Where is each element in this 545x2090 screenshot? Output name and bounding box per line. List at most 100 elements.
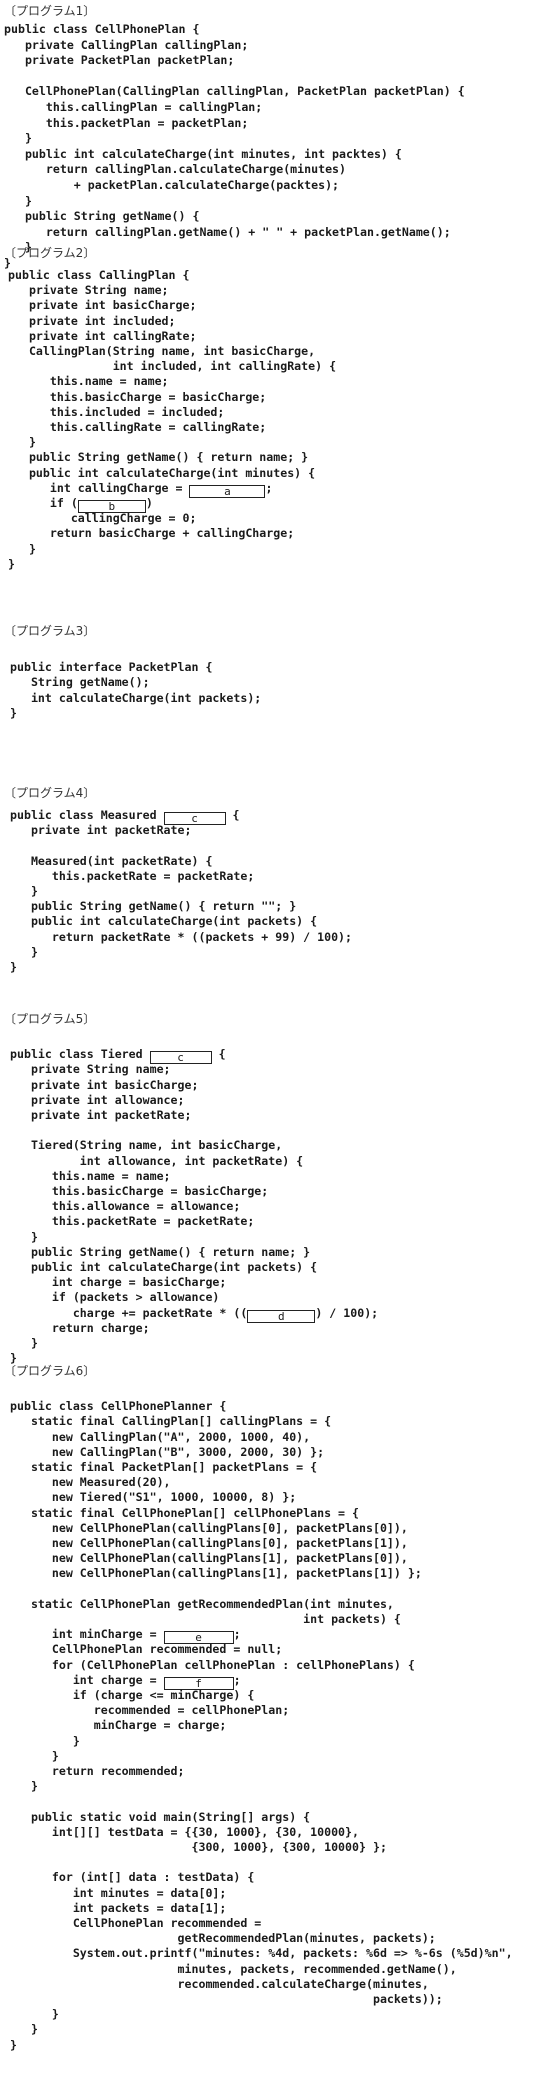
code-text: } [4,131,32,146]
code-line: {300, 1000}, {300, 10000} }; [10,1840,386,1855]
code-text: return callingPlan.calculateCharge(minut… [4,162,347,177]
code-text: callingCharge = 0; [8,511,197,526]
code-line: } [10,706,17,721]
code-line: new Tiered("S1", 1000, 10000, 8) }; [10,1490,296,1505]
program-heading: 〔プログラム3〕 [4,624,96,638]
code-line: public String getName() { [4,209,200,224]
code-line: } [4,256,11,271]
code-text: this.allowance = allowance; [10,1199,241,1214]
program-heading: 〔プログラム6〕 [4,1364,96,1378]
code-text: private String name; [10,1062,171,1077]
code-text: for (CellPhonePlan cellPhonePlan : cellP… [10,1657,415,1672]
code-text: int callingCharge = [8,480,190,495]
code-line: return packetRate * ((packets + 99) / 10… [10,930,352,945]
code-line: } [10,1351,17,1366]
code-text: } [4,256,11,270]
code-text: static CellPhonePlan getRecommendedPlan(… [10,1596,394,1611]
answer-blank-b: b [77,500,146,513]
code-line: } [4,131,32,146]
code-text: this.basicCharge = basicCharge; [10,1184,269,1198]
code-text: if (packets > allowance) [10,1290,220,1305]
code-line: this.packetRate = packetRate; [10,869,254,884]
code-line: recommended = cellPhonePlan; [10,1703,289,1718]
code-text: } [10,1748,59,1763]
code-line: private int included; [8,314,176,329]
code-line: public class Measured c { [10,808,240,825]
code-text: public class CellPhonePlanner { [10,1399,227,1414]
code-line: if (charge <= minCharge) { [10,1688,255,1703]
code-line: for (int[] data : testData) { [10,1870,254,1885]
code-line: } [10,1336,38,1351]
code-text: ; [233,1672,241,1687]
code-text: new CellPhonePlan(callingPlans[1], packe… [10,1551,408,1566]
code-text: public int calculateCharge(int minutes, … [4,146,402,161]
code-text: private int packetRate; [10,823,192,838]
code-text: { [225,808,240,822]
code-line: private PacketPlan packetPlan; [4,53,234,68]
code-text: int minCharge = [10,1627,164,1642]
code-line: + packetPlan.calculateCharge(packtes); [4,178,339,193]
code-line: public class Tiered c { [10,1047,226,1065]
code-line: } [10,2038,17,2053]
code-text: int minutes = data[0]; [10,1885,227,1900]
code-text: CellPhonePlan recommended = null; [10,1642,283,1657]
code-line: recommended.calculateCharge(minutes, [10,1977,429,1992]
code-line: static final CallingPlan[] callingPlans … [10,1414,331,1429]
code-text: public class Tiered [10,1047,150,1062]
program-heading: 〔プログラム2〕 [4,246,96,260]
code-text: } [10,884,38,898]
code-text: int packets) { [10,1612,401,1626]
answer-blank-a: a [189,484,266,498]
code-line: this.packetRate = packetRate; [10,1214,254,1229]
code-line: private int basicCharge; [8,298,197,313]
code-line: charge += packetRate * ((d) / 100); [10,1306,378,1323]
code-text: static final CellPhonePlan[] cellPhonePl… [10,1505,360,1520]
code-line: public class CellPhonePlan { [4,22,199,37]
code-text: public String getName() { return ""; } [10,899,297,914]
code-text: int charge = basicCharge; [10,1275,227,1290]
code-line: } [10,1749,59,1764]
code-text: Measured(int packetRate) { [10,853,213,868]
code-line: private CallingPlan callingPlan; [4,38,248,53]
code-text: new CallingPlan("A", 2000, 1000, 40), [10,1429,311,1444]
code-text: private int basicCharge; [10,1077,199,1092]
code-line: String getName(); [10,675,150,690]
code-line: getRecommendedPlan(minutes, packets); [10,1931,436,1946]
code-text: return recommended; [10,1764,185,1778]
code-line: public String getName() { return ""; } [10,899,296,914]
code-text: recommended.calculateCharge(minutes, [10,1976,429,1991]
code-text: if ( [8,496,78,510]
code-text: return callingPlan.getName() + " " + pac… [4,224,451,239]
code-text: } [10,1336,38,1350]
code-line: } [8,435,36,450]
code-text: public int calculateCharge(int packets) … [10,1260,318,1274]
code-line: this.name = name; [8,374,169,389]
code-line: } [10,1230,38,1245]
code-text: } [10,2022,38,2037]
code-line: Measured(int packetRate) { [10,854,212,869]
code-text: int packets = data[1]; [10,1900,227,1915]
code-line: callingCharge = 0; [8,511,197,526]
code-text: } [10,944,38,959]
code-line: CellPhonePlan recommended = [10,1916,261,1931]
code-line: int allowance, int packetRate) { [10,1154,303,1169]
code-line: this.basicCharge = basicCharge; [8,390,266,405]
code-text: getRecommendedPlan(minutes, packets); [10,1931,436,1946]
code-text: minutes, packets, recommended.getName(), [10,1961,457,1976]
code-line: private int callingRate; [8,329,197,344]
code-line: private String name; [10,1062,171,1077]
code-line: static final CellPhonePlan[] cellPhonePl… [10,1506,359,1521]
code-text: this.name = name; [10,1168,171,1183]
code-line: public class CellPhonePlanner { [10,1399,226,1414]
code-text: ; [233,1627,241,1642]
code-line: private int basicCharge; [10,1077,199,1093]
code-line: new CellPhonePlan(callingPlans[0], packe… [10,1521,408,1536]
code-line: if (packets > allowance) [10,1290,220,1305]
code-text: public class Measured [10,808,164,822]
answer-blank-d: d [247,1309,316,1323]
code-line: minutes, packets, recommended.getName(), [10,1962,457,1977]
code-text: recommended = cellPhonePlan; [10,1703,290,1718]
code-text: this.packetPlan = packetPlan; [4,115,249,130]
code-text: } [8,541,36,556]
code-line: public class CallingPlan { [8,268,189,283]
